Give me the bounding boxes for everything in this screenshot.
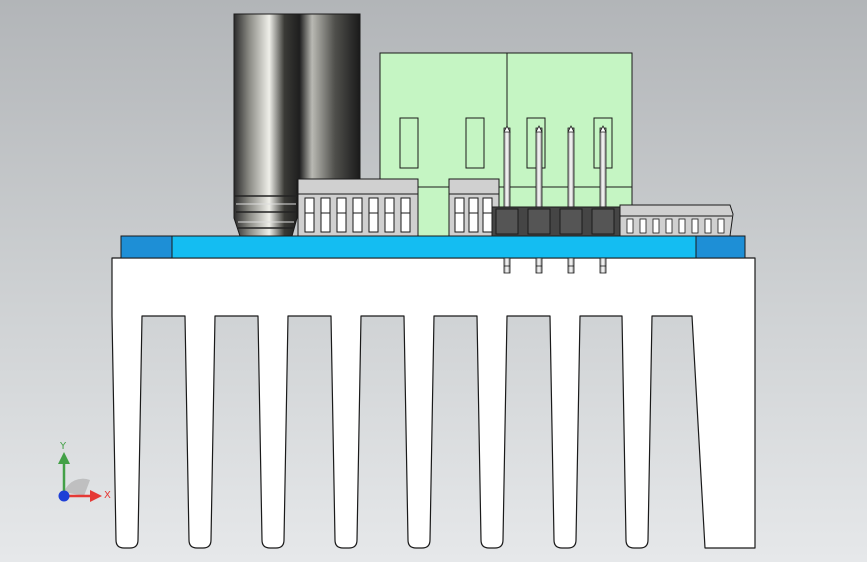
connector-slot [368,197,379,233]
y-axis-label: Y [59,441,67,452]
small-connector-pin [704,218,712,234]
connector-slot [336,197,347,233]
header-pin-bottom [599,257,607,274]
small-connector-pin [665,218,673,234]
pin-header[interactable] [491,125,621,274]
header-pin-tip [567,125,575,133]
x-axis-label: X [104,490,111,501]
header-pin-tip [599,125,607,133]
connector-slot [304,197,315,233]
header-pin-bottom [503,257,511,274]
header-pin [567,127,575,209]
header-pin [599,127,607,209]
header-pin-bottom [567,257,575,274]
small-connector-pin [691,218,699,234]
connector-slot [320,197,331,233]
heatsink[interactable] [111,257,756,549]
pcb-right-pad [695,235,746,259]
rotation-arc [64,478,90,496]
z-axis-dot [58,490,70,502]
pcb-left-pad [120,235,173,259]
header-pin-tip [503,125,511,133]
header-block [527,208,551,235]
coordinate-triad: Y X [58,441,111,502]
header-block [559,208,583,235]
connector-slot [468,197,479,233]
small-connector-pin [717,218,725,234]
header-pin-bottom [535,257,543,274]
header-block [495,208,519,235]
small-connector[interactable] [619,204,734,237]
header-block [591,208,615,235]
connector-slot [352,197,363,233]
x-axis-arrow [90,490,102,502]
transformer-window [399,117,419,169]
header-pin [535,127,543,209]
pcb-board[interactable] [120,235,746,259]
electrolytic-capacitor[interactable] [233,13,361,237]
small-connector-pin [678,218,686,234]
header-pin [503,127,511,209]
connector-slot [482,197,493,233]
header-pin-tip [535,125,543,133]
transformer-window [465,117,485,169]
small-connector-pin [639,218,647,234]
connector-slot [400,197,411,233]
connector-slot [384,197,395,233]
connector-slot [454,197,465,233]
heatsink-body [111,257,756,549]
small-connector-pin [652,218,660,234]
terminal-connector-1[interactable] [297,178,419,237]
y-axis-arrow [58,452,70,464]
small-connector-pin [626,218,634,234]
